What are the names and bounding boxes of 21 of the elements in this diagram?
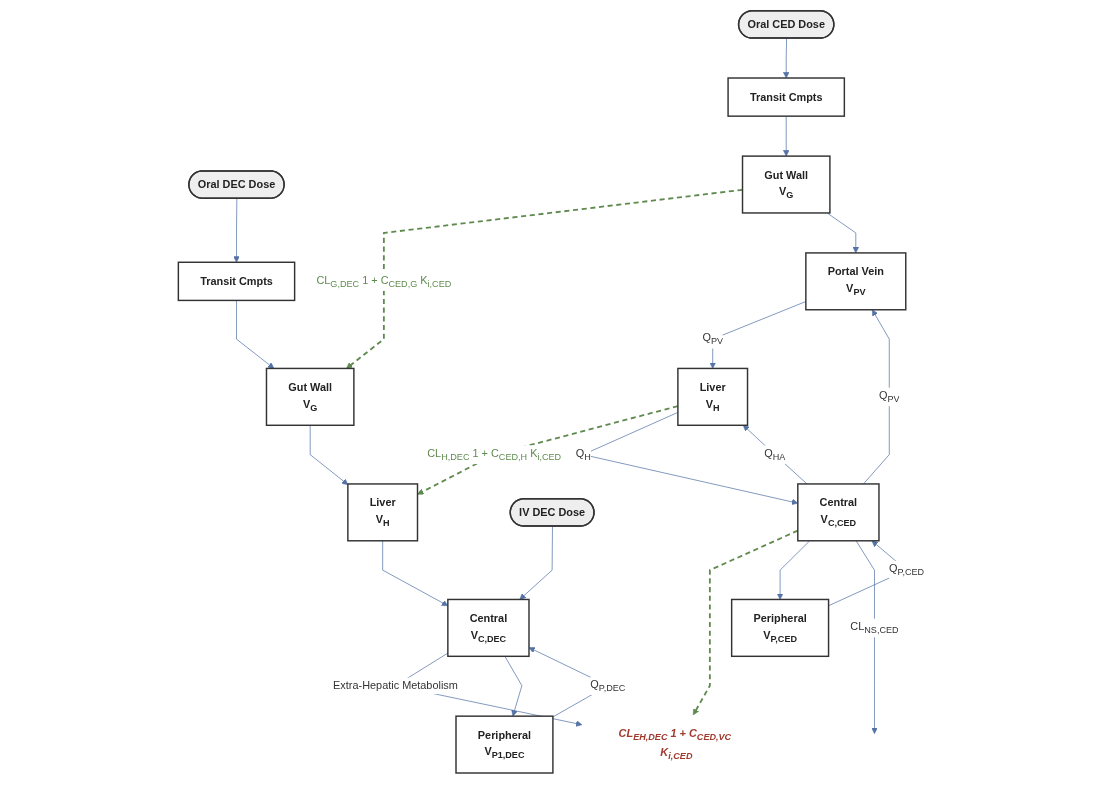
edge-label: CL$_{H,DEC}$ 1 + C$_{CED,H}$ K$_{i,CED}$ (427, 446, 561, 462)
edge-label: Q$_{PV}$ (878, 388, 900, 405)
node-box: Portal Vein V$_{PV}$ (804, 252, 907, 311)
edge-label: Q$_{PV}$ (702, 331, 723, 347)
edge-label: Q$_{HA}$ (763, 446, 786, 462)
node-box: Gut Wall V$_{G}$ (741, 155, 831, 214)
node-box: Peripheral V$_{P1,DEC}$ (455, 715, 554, 774)
edge-label: Extra-Hepatic Metabolism (332, 678, 458, 692)
node-box: Liver V$_{H}$ (346, 483, 418, 542)
node-box: Transit Cmpts (727, 77, 845, 117)
edge-label: CL$_{NS,CED}$ (850, 619, 899, 636)
node-box: Gut Wall V$_{G}$ (265, 367, 355, 426)
node-box: Transit Cmpts (177, 261, 296, 302)
edge-label: Q$_{P,DEC}$ (590, 677, 626, 693)
edge-label: Q$_{H}$ (575, 446, 591, 462)
node-box: Peripheral V$_{P,CED}$ (730, 598, 830, 658)
node-box: Liver V$_{H}$ (676, 367, 749, 426)
node-box: Central V$_{C,CED}$ (796, 483, 880, 542)
node-box: Central V$_{C,DEC}$ (446, 598, 530, 658)
edge-label: CL$_{G,DEC}$ 1 + C$_{CED,G}$ K$_{i,CED}$ (316, 273, 452, 289)
edge-label: Q$_{P,CED}$ (888, 562, 924, 578)
